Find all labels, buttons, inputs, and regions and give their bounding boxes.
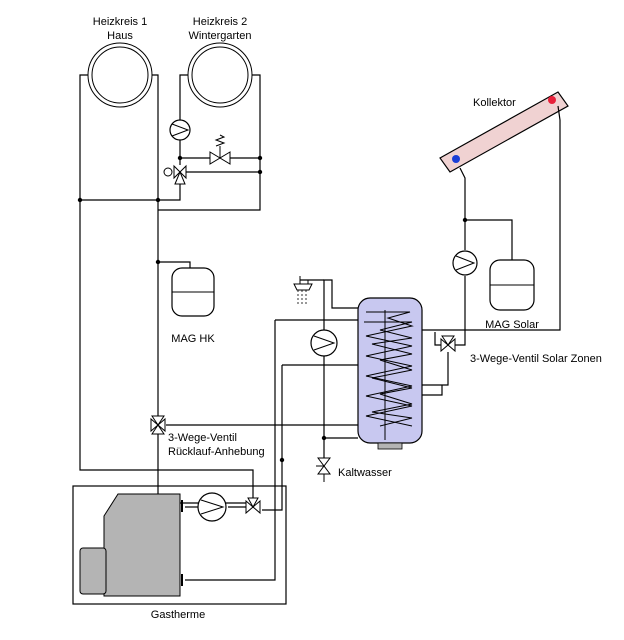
gas-boiler-body: [79, 493, 183, 597]
solar-pipes: [422, 105, 561, 396]
heizkreis-2-radiator: [187, 42, 253, 108]
heizkreis-1-subtitle: Haus: [107, 30, 133, 42]
heating-pipes: [79, 74, 358, 581]
mag-solar-label: MAG Solar: [485, 319, 539, 331]
solar-3-way-valve: [440, 335, 456, 353]
gastherme-enclosure: [72, 485, 287, 605]
hk2-mixer-valve: [163, 164, 187, 185]
heizkreis-2-subtitle: Wintergarten: [189, 30, 252, 42]
ruecklauf-valve-title: 3-Wege-Ventil: [168, 432, 237, 444]
boiler-3-way-valve: [245, 497, 261, 515]
kollektor-label: Kollektor: [473, 97, 516, 109]
heizkreis-1-radiator: [87, 42, 153, 108]
check-valve: [209, 134, 231, 165]
gastherme-label: Gastherme: [151, 609, 205, 621]
heizkreis-2-title: Heizkreis 2: [193, 16, 247, 28]
kaltwasser-label: Kaltwasser: [338, 467, 392, 479]
solar-valve-label: 3-Wege-Ventil Solar Zonen: [470, 353, 602, 365]
mag-hk-label: MAG HK: [171, 333, 215, 345]
kaltwasser-valve: [316, 457, 331, 482]
heizkreis-1-title: Heizkreis 1: [93, 16, 147, 28]
dhw-piping: [300, 279, 358, 458]
mag-solar-vessel: [489, 259, 535, 311]
ruecklauf-3-way-valve: [150, 415, 166, 435]
storage-tank: [357, 297, 423, 450]
solar-collector: [439, 91, 569, 173]
solar-pump: [452, 250, 478, 276]
hk2-pump: [169, 119, 191, 141]
dhw-circulation-pump: [310, 329, 338, 357]
mag-hk-vessel: [171, 267, 215, 317]
ruecklauf-valve-subtitle: Rücklauf-Anhebung: [168, 446, 265, 458]
shower-icon: [293, 276, 320, 306]
boiler-pump: [197, 492, 227, 522]
